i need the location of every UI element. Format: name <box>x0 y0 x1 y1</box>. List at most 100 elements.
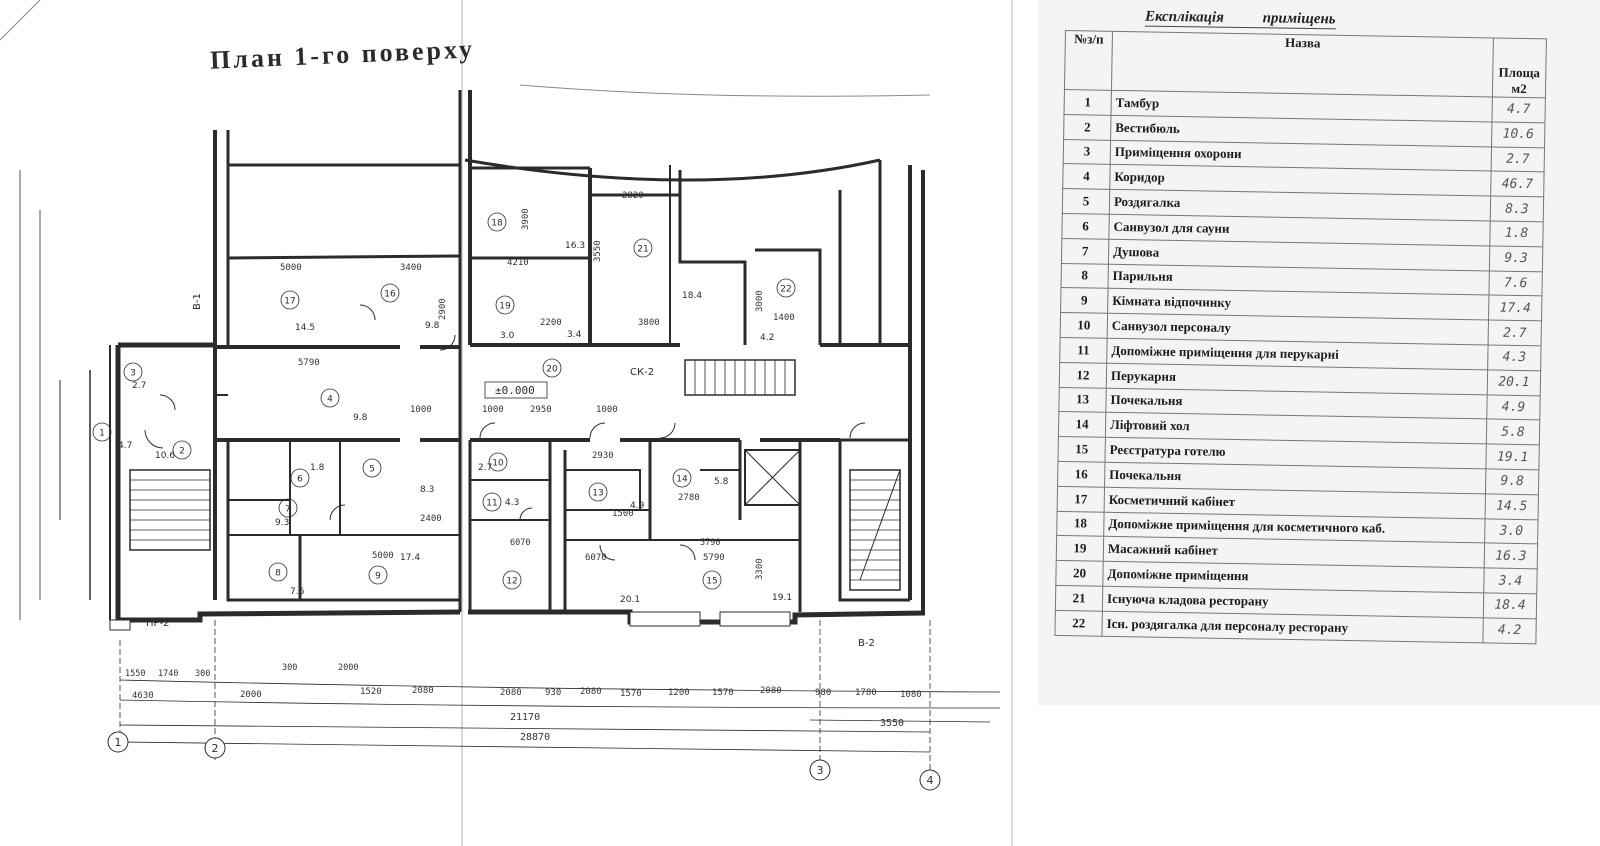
plan-doors <box>144 304 866 561</box>
axis-bubble <box>919 769 941 791</box>
room-number-cell: 20 <box>1055 560 1104 587</box>
dimension-label: 2400 <box>420 514 442 524</box>
room-tag-circle <box>123 362 143 382</box>
axis-label: 4 <box>927 774 934 787</box>
dimension-label: 4630 <box>132 691 154 701</box>
dimension-label: 2080 <box>500 688 522 698</box>
dimension-label: 2930 <box>592 451 614 461</box>
dimension-label: 1520 <box>360 687 382 697</box>
room-number-cell: 8 <box>1060 263 1109 289</box>
room-area-cell: 18.4 <box>1483 592 1537 619</box>
dimension-label: 1570 <box>712 688 734 698</box>
dimension-label: 1400 <box>773 313 795 323</box>
room-number-cell: 3 <box>1063 139 1111 165</box>
room-tag-circle <box>633 238 653 258</box>
dimension-label: 2820 <box>622 191 644 201</box>
room-number: 12 <box>506 577 517 587</box>
dimension-label: 6070 <box>510 538 530 548</box>
room-tag-circle <box>320 388 340 408</box>
dimension-label: 300 <box>282 663 297 673</box>
room-tag-circle <box>278 498 298 518</box>
plan-stairs <box>129 359 901 591</box>
room-area: 2.7 <box>478 463 492 473</box>
room-number: 4 <box>327 395 333 405</box>
dimension-label: 5000 <box>372 551 394 561</box>
room-tag-circle <box>172 440 192 460</box>
room-number: 3 <box>130 369 136 379</box>
room-number-cell: 14 <box>1058 411 1106 438</box>
room-area-cell: 17.4 <box>1488 295 1542 322</box>
room-number: 16 <box>384 290 396 300</box>
room-number-cell: 22 <box>1054 610 1103 636</box>
room-area-cell: 10.6 <box>1491 121 1545 148</box>
room-area: 8.3 <box>420 485 434 495</box>
room-area: 9.8 <box>425 321 440 331</box>
room-number-cell: 9 <box>1060 287 1108 314</box>
room-number: 2 <box>179 447 185 457</box>
level-mark: ±0.000 <box>495 384 535 397</box>
room-area: 4.3 <box>505 498 519 508</box>
explication-sheet <box>1038 0 1600 705</box>
room-area-cell: 1.8 <box>1489 220 1544 247</box>
dimension-label: 3800 <box>638 318 660 328</box>
room-area: 5.8 <box>714 477 729 487</box>
room-area-cell: 4.3 <box>1487 344 1542 371</box>
room-area: 3.0 <box>500 331 515 341</box>
dimension-label: 300 <box>195 669 210 679</box>
room-area: 7.6 <box>290 587 305 597</box>
level-mark-frame <box>484 381 548 399</box>
dimension-label: 2080 <box>580 687 602 697</box>
room-area: 2.7 <box>132 381 146 391</box>
room-area-cell: 2.7 <box>1488 320 1542 346</box>
room-number-cell: 10 <box>1060 312 1108 339</box>
room-tag-circle <box>702 570 722 590</box>
room-area: 17.4 <box>400 553 420 563</box>
dimension-label: 1740 <box>158 669 178 679</box>
room-area-cell: 2.7 <box>1491 146 1545 173</box>
room-number: 17 <box>284 297 295 307</box>
dimension-label: 1000 <box>482 405 504 415</box>
dimension-label: 1780 <box>855 688 877 698</box>
room-area: 14.5 <box>295 323 315 333</box>
room-number-cell: 11 <box>1059 337 1108 364</box>
room-tag-circle <box>368 565 388 585</box>
dimension-label: 980 <box>815 688 831 698</box>
axis-bubble <box>809 759 831 781</box>
room-tag-circle <box>487 212 507 232</box>
dimension-label: 5790 <box>298 358 320 368</box>
room-area: 10.6 <box>155 451 175 461</box>
dimension-label: 3000 <box>755 290 765 312</box>
element-marks: СК-2В-1В-2ПР-2 <box>146 293 875 649</box>
axis-label: 1 <box>115 736 122 749</box>
room-area: 19.1 <box>772 593 792 603</box>
room-tag-circle <box>495 295 515 315</box>
explication-title: Експлікація приміщень <box>1144 8 1336 30</box>
dimension-label: 2780 <box>678 493 700 503</box>
dimension-label: 1000 <box>596 405 618 415</box>
room-number-cell: 1 <box>1064 89 1112 116</box>
room-tag-circle <box>92 422 112 442</box>
plan-walls <box>59 84 931 625</box>
dimension-label: 5000 <box>280 263 302 273</box>
col-area-header: Площа м2 <box>1492 37 1547 98</box>
element-mark: ПР-2 <box>146 618 170 629</box>
col-number-header: №з/п <box>1064 30 1113 91</box>
room-area-cell: 3.4 <box>1483 568 1538 594</box>
room-area: 3.4 <box>567 330 582 340</box>
dimension-label: 5790 <box>703 553 725 563</box>
room-number: 21 <box>637 245 648 255</box>
room-number: 15 <box>706 577 717 587</box>
explication-header-row: №з/п Назва Площа м2 <box>1064 30 1547 98</box>
element-mark: В-2 <box>858 638 875 649</box>
dimension-label: 1000 <box>410 405 432 415</box>
room-area-cell: 20.1 <box>1487 369 1541 396</box>
dimension-label: 1080 <box>900 690 922 700</box>
room-number: 14 <box>676 475 688 485</box>
col-name-header: Назва <box>1111 31 1494 97</box>
